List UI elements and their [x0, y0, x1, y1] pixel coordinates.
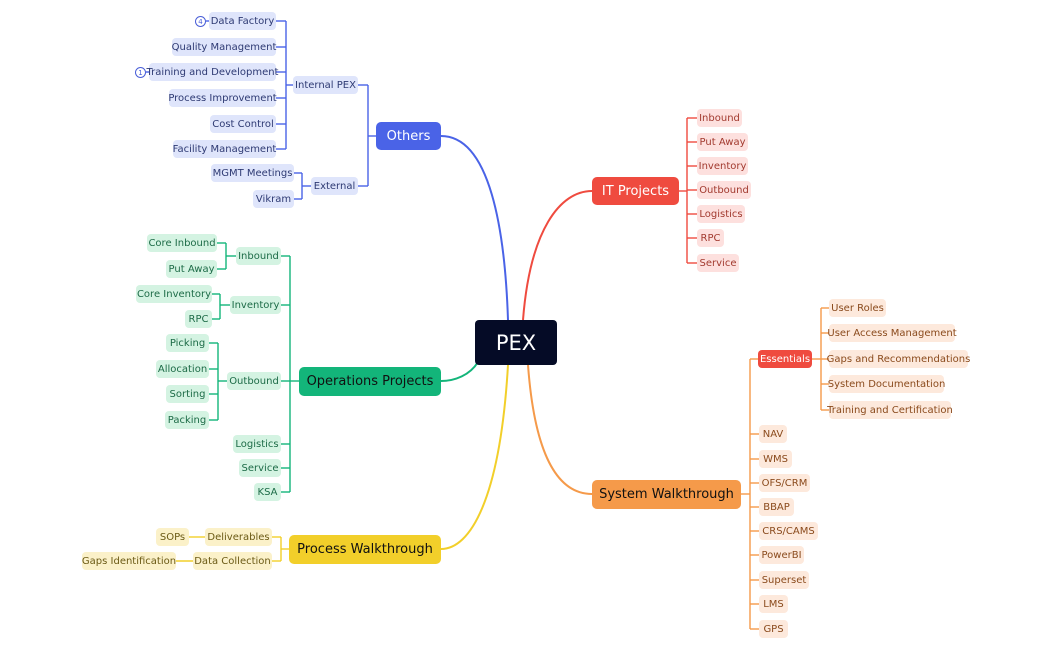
sys-essential-user-roles[interactable]: User Roles	[829, 299, 886, 317]
sys-item-nav[interactable]: NAV	[759, 425, 787, 443]
proc-node-deliverables[interactable]: Deliverables	[205, 528, 272, 546]
connector-line	[527, 364, 593, 495]
node-training-and-development[interactable]: Training and Development	[147, 63, 278, 81]
sys-essential-training-and-certification[interactable]: Training and Certification	[827, 401, 953, 419]
node-process-improvement[interactable]: Process Improvement	[168, 89, 277, 107]
sys-item-ofs-crm[interactable]: OFS/CRM	[759, 474, 810, 492]
ops-item-ksa[interactable]: KSA	[254, 483, 281, 501]
proc-node-data-collection[interactable]: Data Collection	[193, 552, 272, 570]
ops-item-rpc[interactable]: RPC	[185, 310, 212, 328]
ops-node-outbound[interactable]: Outbound	[227, 372, 281, 390]
branch-operations-projects[interactable]: Operations Projects	[299, 367, 441, 396]
connector-line	[522, 190, 593, 321]
it-item-inbound[interactable]: Inbound	[697, 109, 742, 127]
ops-item-sorting[interactable]: Sorting	[166, 385, 209, 403]
it-item-inventory[interactable]: Inventory	[697, 157, 748, 175]
ops-item-logistics[interactable]: Logistics	[233, 435, 281, 453]
node-mgmt-meetings[interactable]: MGMT Meetings	[211, 164, 294, 182]
ops-node-inventory[interactable]: Inventory	[230, 296, 281, 314]
node-vikram[interactable]: Vikram	[253, 190, 294, 208]
ops-item-put-away[interactable]: Put Away	[166, 260, 217, 278]
sys-item-gps[interactable]: GPS	[759, 620, 788, 638]
ops-item-service[interactable]: Service	[239, 459, 281, 477]
proc-item-sops[interactable]: SOPs	[156, 528, 189, 546]
connector-line	[440, 361, 479, 382]
it-item-logistics[interactable]: Logistics	[697, 205, 745, 223]
ops-item-allocation[interactable]: Allocation	[156, 360, 209, 378]
sys-essential-gaps-and-recommendations[interactable]: Gaps and Recommendations	[827, 350, 970, 368]
it-item-rpc[interactable]: RPC	[697, 229, 724, 247]
branch-system-walkthrough[interactable]: System Walkthrough	[592, 480, 741, 509]
sys-item-bbap[interactable]: BBAP	[759, 498, 794, 516]
node-external[interactable]: External	[311, 177, 358, 195]
proc-item-gaps-identification[interactable]: Gaps Identification	[82, 552, 176, 570]
connector-line	[440, 364, 509, 550]
ops-item-core-inbound[interactable]: Core Inbound	[147, 234, 217, 252]
it-item-put-away[interactable]: Put Away	[697, 133, 748, 151]
ops-item-core-inventory[interactable]: Core Inventory	[136, 285, 212, 303]
count-badge-icon: 4	[195, 16, 206, 27]
branch-it-projects[interactable]: IT Projects	[592, 177, 679, 205]
node-internal-pex[interactable]: Internal PEX	[293, 76, 358, 94]
branch-process-walkthrough[interactable]: Process Walkthrough	[289, 535, 441, 564]
sys-item-crs-cams[interactable]: CRS/CAMS	[759, 522, 818, 540]
sys-item-superset[interactable]: Superset	[759, 571, 809, 589]
sys-item-lms[interactable]: LMS	[759, 595, 788, 613]
ops-item-packing[interactable]: Packing	[165, 411, 209, 429]
branch-others[interactable]: Others	[376, 122, 441, 150]
sys-node-essentials[interactable]: Essentials	[758, 350, 812, 368]
ops-node-inbound[interactable]: Inbound	[236, 247, 281, 265]
connector-line	[440, 135, 509, 321]
node-facility-management[interactable]: Facility Management	[173, 140, 276, 158]
root-node-pex[interactable]: PEX	[475, 320, 557, 365]
sys-item-wms[interactable]: WMS	[759, 450, 792, 468]
sys-essential-user-access-management[interactable]: User Access Management	[827, 324, 957, 342]
it-item-service[interactable]: Service	[697, 254, 739, 272]
sys-item-powerbi[interactable]: PowerBI	[759, 546, 804, 564]
node-quality-management[interactable]: Quality Management	[172, 38, 276, 56]
node-data-factory[interactable]: Data Factory	[209, 12, 276, 30]
sys-essential-system-documentation[interactable]: System Documentation	[828, 375, 945, 393]
count-badge-icon: 1	[135, 67, 146, 78]
it-item-outbound[interactable]: Outbound	[697, 181, 751, 199]
ops-item-picking[interactable]: Picking	[166, 334, 209, 352]
node-cost-control[interactable]: Cost Control	[210, 115, 276, 133]
